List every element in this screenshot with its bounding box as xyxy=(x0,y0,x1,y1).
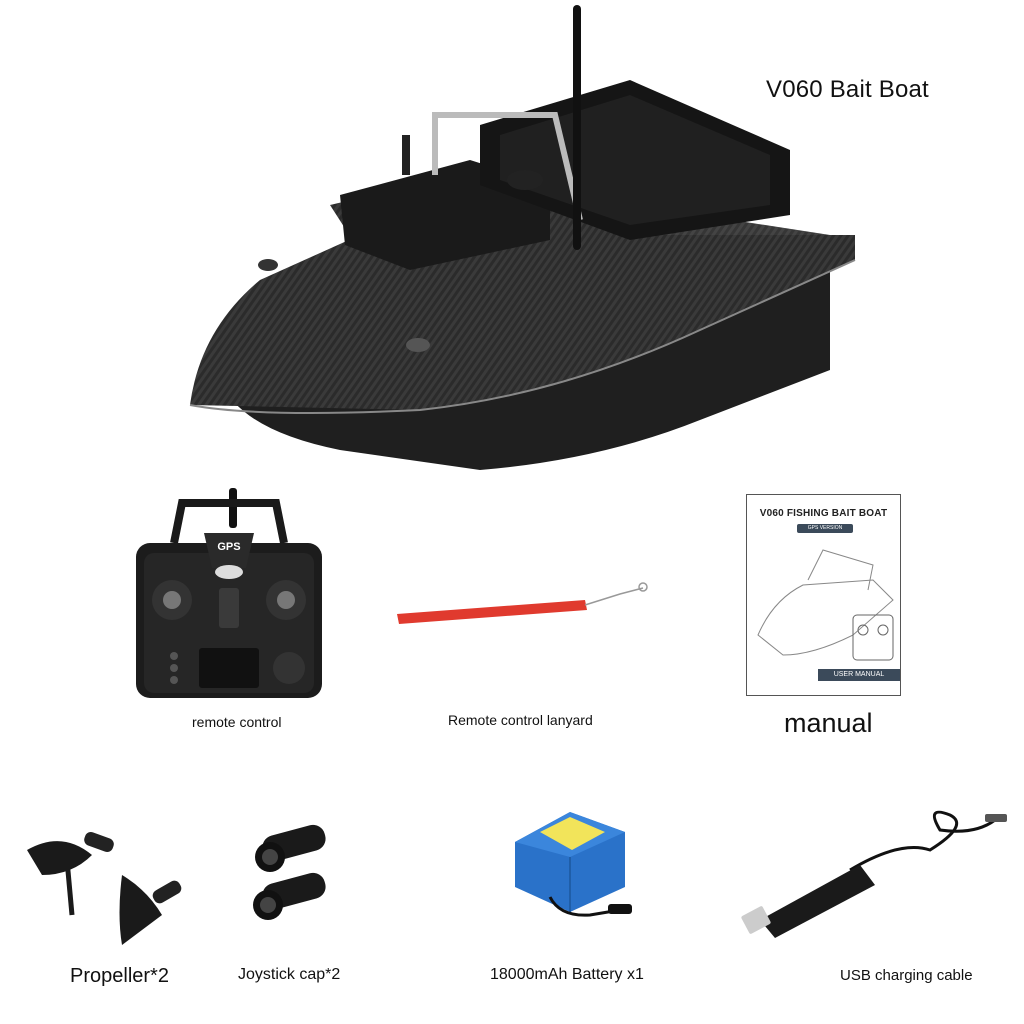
battery-label: 18000mAh Battery x1 xyxy=(490,966,644,983)
bait-boat-image xyxy=(189,5,856,470)
rc-transmitter-image: GPS xyxy=(136,488,322,698)
gps-badge: GPS xyxy=(217,541,240,553)
lanyard-image xyxy=(397,582,648,624)
manual-boat-sketch xyxy=(757,549,894,661)
propeller-label: Propeller*2 xyxy=(70,965,169,987)
remote-control-label: remote control xyxy=(192,714,282,730)
usb-cable-image xyxy=(741,810,1007,938)
manual-cover-title: V060 FISHING BAIT BOAT xyxy=(759,508,888,519)
joystick-cap-label: Joystick cap*2 xyxy=(238,966,341,983)
usb-cable-label: USB charging cable xyxy=(840,967,973,984)
manual-cover-subtitle: GPS VERSION xyxy=(797,524,853,533)
manual-label: manual xyxy=(784,708,873,738)
propeller-image xyxy=(27,831,182,945)
product-title: V060 Bait Boat xyxy=(766,76,929,103)
manual-cover: V060 FISHING BAIT BOAT GPS VERSION USER … xyxy=(746,494,901,696)
lanyard-label: Remote control lanyard xyxy=(448,712,593,728)
manual-cover-footer: USER MANUAL xyxy=(818,669,900,681)
battery-pack-image xyxy=(515,812,632,917)
joystick-cap-image xyxy=(253,824,326,920)
